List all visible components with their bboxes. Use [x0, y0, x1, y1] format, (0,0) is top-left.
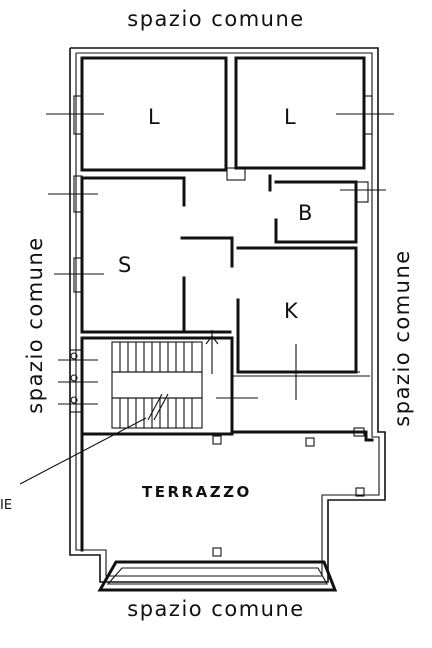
room-bedroom-left-label: L — [148, 105, 160, 129]
room-living — [48, 175, 234, 334]
room-kitchen-label: K — [284, 299, 299, 323]
label-top: spazio comune — [127, 7, 304, 31]
room-bath — [268, 174, 386, 244]
terrace — [80, 427, 374, 557]
balcony-projection — [97, 560, 338, 592]
room-bath-label: B — [298, 201, 312, 225]
label-bottom: spazio comune — [127, 597, 304, 621]
room-living-label: S — [118, 253, 131, 277]
room-bedroom-left — [46, 56, 228, 172]
room-kitchen — [236, 246, 360, 400]
stairwell — [19, 330, 370, 485]
label-left: spazio comune — [23, 236, 47, 413]
terrace-label: TERRAZZO — [142, 483, 252, 501]
partial-label: IE — [0, 498, 12, 513]
label-right: spazio comune — [390, 249, 414, 426]
outer-wall — [69, 47, 386, 583]
room-bedroom-right — [226, 56, 394, 181]
room-bedroom-right-label: L — [284, 105, 296, 129]
